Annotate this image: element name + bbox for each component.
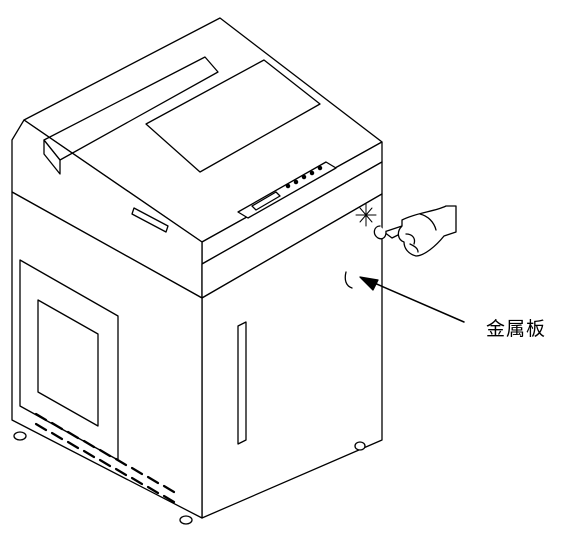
callout-arrow xyxy=(359,276,465,323)
screw-mark xyxy=(344,271,353,289)
control-panel xyxy=(237,161,337,219)
caster-wheels xyxy=(13,431,366,525)
lid-window xyxy=(145,59,321,173)
hand-with-wrench-icon xyxy=(373,205,457,257)
side-door xyxy=(19,259,119,461)
front-slot xyxy=(237,321,247,445)
metal-plate-label: 金属板 xyxy=(486,318,547,340)
ventilation-slats xyxy=(34,412,176,504)
spark-icon xyxy=(355,203,377,227)
paper-slot xyxy=(131,207,169,233)
